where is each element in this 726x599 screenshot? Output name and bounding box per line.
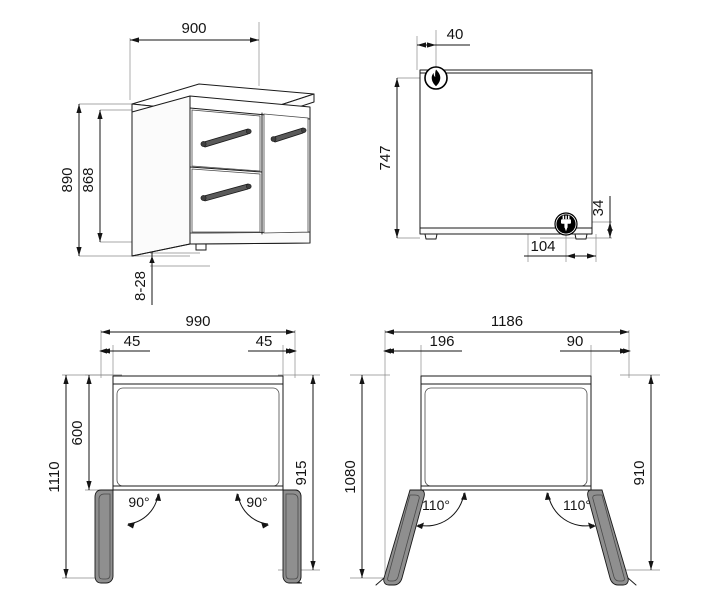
- dimension-915: 915: [293, 375, 316, 570]
- dimension-196-label: 196: [429, 333, 454, 350]
- door-right-open-110: [587, 489, 637, 586]
- dimension-910: 910: [631, 375, 654, 570]
- dimension-104: 104: [524, 238, 596, 259]
- view-front-90: 990 45 45 1110 600 915: [46, 313, 320, 584]
- dimension-600: 600: [69, 375, 92, 490]
- dimension-45-left-label: 45: [124, 333, 141, 350]
- view-isometric-cabinet: 900 890 868 8-28: [59, 20, 315, 305]
- extension-lines-front110: [350, 330, 660, 582]
- dimension-900-label: 900: [181, 20, 206, 37]
- dimension-990: 990: [101, 313, 295, 335]
- handle-right-door: [270, 127, 307, 143]
- gas-flame-icon: [424, 66, 448, 90]
- dimension-45-right-label: 45: [256, 333, 273, 350]
- dimension-747-label: 747: [377, 145, 394, 170]
- dimension-910-label: 910: [631, 460, 648, 485]
- door-left-open-90: [94, 489, 114, 584]
- view-front-110: 1186 196 90 1080 910: [342, 313, 660, 586]
- dimension-1110: 1110: [46, 375, 69, 578]
- dimension-45-left: 45: [99, 333, 150, 354]
- rear-panel-body: [419, 69, 593, 240]
- angle-110-right-label: 110°: [563, 497, 591, 513]
- angle-110-left-label: 110°: [422, 497, 450, 513]
- dimension-90: 90: [560, 333, 631, 354]
- door-left-open-110: [375, 489, 425, 586]
- dimension-1080-label: 1080: [342, 460, 359, 493]
- door-right-open-90: [282, 489, 303, 584]
- dimension-890-label: 890: [59, 167, 76, 192]
- cabinet-body: [131, 83, 315, 257]
- handle-top-drawer: [200, 128, 252, 148]
- handle-bottom-drawer: [200, 183, 252, 202]
- dimension-34-label: 34: [590, 200, 607, 217]
- angle-90-right: 90°: [235, 493, 269, 529]
- dimension-34: 34: [590, 196, 613, 238]
- dimension-747: 747: [377, 78, 400, 238]
- dimension-890: 890: [59, 104, 82, 256]
- dimension-990-label: 990: [185, 313, 210, 330]
- angle-90-left-label: 90°: [128, 494, 149, 510]
- dimension-1186: 1186: [385, 313, 629, 335]
- appliance-front-90: 90° 90°: [94, 375, 303, 584]
- dimension-45-right: 45: [248, 333, 297, 354]
- dimension-1080: 1080: [342, 375, 365, 578]
- angle-90-left: 90°: [127, 493, 161, 529]
- angle-110-left: 110°: [416, 492, 467, 529]
- dimension-40: 40: [417, 26, 470, 48]
- dimension-196: 196: [383, 333, 462, 354]
- dimension-1186-label: 1186: [491, 313, 523, 330]
- dimension-915-label: 915: [293, 460, 310, 485]
- dimension-868-label: 868: [80, 167, 97, 192]
- dimension-868: 868: [80, 110, 103, 242]
- dimension-8-28-label: 8-28: [132, 271, 149, 301]
- power-plug-icon: [554, 212, 578, 236]
- angle-90-right-label: 90°: [246, 494, 267, 510]
- angle-110-right: 110°: [545, 492, 596, 529]
- dimension-40-label: 40: [447, 26, 464, 43]
- dimension-1110-label: 1110: [46, 461, 63, 492]
- dimension-104-label: 104: [530, 238, 555, 255]
- appliance-front-110: 110° 110°: [375, 375, 637, 586]
- dimension-900: 900: [130, 20, 259, 43]
- dimension-600-label: 600: [69, 420, 86, 445]
- dimension-90-label: 90: [567, 333, 584, 350]
- view-rear-panel: 40 747 34 104: [377, 26, 613, 262]
